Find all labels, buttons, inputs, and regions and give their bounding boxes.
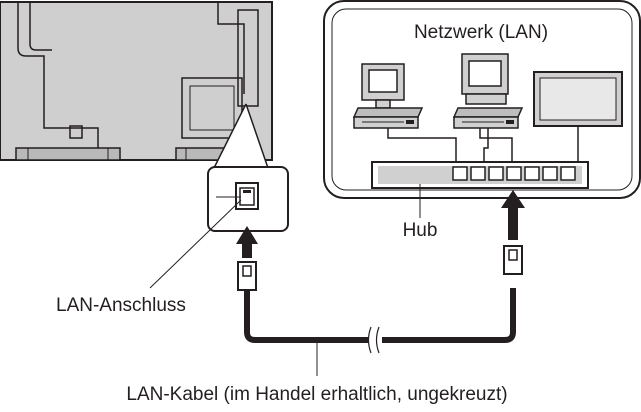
display-rear-view	[0, 1, 273, 169]
hub-label: Hub	[403, 220, 438, 241]
left-up-arrow-icon	[236, 226, 258, 258]
right-up-arrow-icon	[501, 190, 525, 240]
network-links	[387, 126, 579, 165]
computer-2-icon	[452, 53, 524, 129]
network-label: Netzwerk (LAN)	[414, 22, 548, 43]
lan-cable	[244, 288, 516, 376]
hub-ports	[452, 166, 576, 181]
hub-icon	[371, 161, 589, 218]
computer-1-icon	[352, 63, 424, 129]
network-display-icon	[533, 71, 623, 127]
left-plug-icon	[237, 261, 257, 291]
lan-cable-label: LAN-Kabel (im Handel erhaltlich, ungekre…	[126, 384, 507, 405]
lan-port-callout	[207, 166, 289, 232]
lan-port-label: LAN-Anschluss	[56, 295, 186, 316]
lan-port-leader-line	[149, 199, 242, 289]
right-plug-icon	[503, 245, 523, 275]
